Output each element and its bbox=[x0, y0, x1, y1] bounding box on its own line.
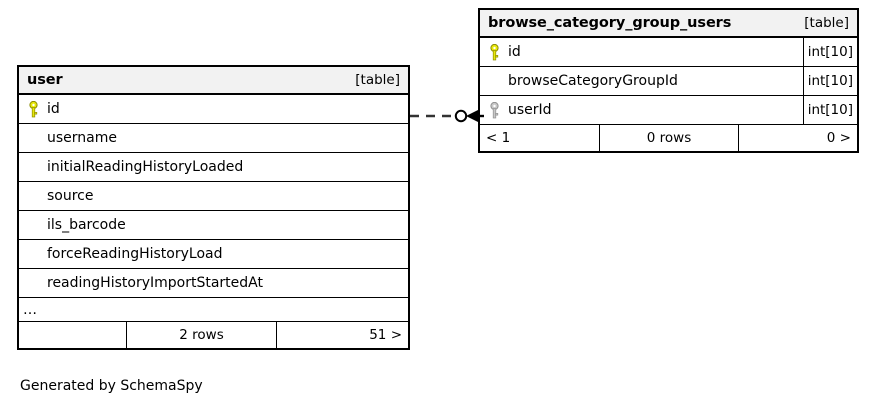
column-name: id bbox=[508, 44, 521, 60]
column-row-id[interactable]: id bbox=[19, 95, 408, 124]
column-name: initialReadingHistoryLoaded bbox=[47, 159, 244, 175]
footer-child-count: 0 > bbox=[826, 130, 851, 146]
column-row-browsecategorygroupid[interactable]: browseCategoryGroupId int[10] bbox=[480, 67, 857, 96]
entity-header-browse-category-group-users: browse_category_group_users [table] bbox=[480, 10, 857, 38]
column-row-initialreadinghistoryloaded[interactable]: initialReadingHistoryLoaded bbox=[19, 153, 408, 182]
footer-parent-count bbox=[19, 322, 126, 348]
column-type: int[10] bbox=[802, 96, 857, 124]
footer-child-count: 51 > bbox=[369, 327, 402, 343]
key-icon-primary bbox=[25, 100, 41, 118]
relationship-crows-foot bbox=[466, 109, 480, 123]
relationship-connector-user-to-browse-category-group-users[interactable] bbox=[408, 104, 484, 128]
column-name: ils_barcode bbox=[47, 217, 126, 233]
relationship-optional-circle bbox=[454, 109, 468, 123]
entity-footer-browse-category-group-users: < 1 0 rows 0 > bbox=[480, 125, 857, 151]
more-columns-indicator: … bbox=[19, 298, 408, 322]
column-row-readinghistoryimportstartedat[interactable]: readingHistoryImportStartedAt bbox=[19, 269, 408, 298]
entity-header-user: user [table] bbox=[19, 67, 408, 95]
footer-row-count: 2 rows bbox=[126, 322, 277, 348]
column-main-cell: id bbox=[480, 38, 803, 66]
column-row-source[interactable]: source bbox=[19, 182, 408, 211]
column-name: readingHistoryImportStartedAt bbox=[47, 275, 263, 291]
column-main-cell: ils_barcode bbox=[19, 211, 408, 239]
column-name: username bbox=[47, 130, 117, 146]
column-name: id bbox=[47, 101, 60, 117]
column-row-ils-barcode[interactable]: ils_barcode bbox=[19, 211, 408, 240]
entity-table-browse-category-group-users[interactable]: browse_category_group_users [table] id i… bbox=[478, 8, 859, 153]
column-name: userId bbox=[508, 102, 552, 118]
column-name: browseCategoryGroupId bbox=[508, 73, 678, 89]
entity-kind-label: [table] bbox=[804, 15, 849, 31]
footer-row-count: 0 rows bbox=[599, 125, 739, 151]
entity-title: user bbox=[27, 72, 63, 88]
column-type: int[10] bbox=[802, 67, 857, 95]
column-main-cell: username bbox=[19, 124, 408, 152]
more-columns-label: … bbox=[23, 305, 37, 314]
column-row-username[interactable]: username bbox=[19, 124, 408, 153]
column-main-cell: id bbox=[19, 95, 408, 123]
column-main-cell: userId bbox=[480, 96, 803, 124]
entity-kind-label: [table] bbox=[355, 72, 400, 88]
footer-parent-count: < 1 bbox=[486, 130, 511, 146]
column-main-cell: forceReadingHistoryLoad bbox=[19, 240, 408, 268]
entity-table-user[interactable]: user [table] id username initial bbox=[17, 65, 410, 350]
entity-title: browse_category_group_users bbox=[488, 15, 732, 31]
column-main-cell: initialReadingHistoryLoaded bbox=[19, 153, 408, 181]
column-row-id[interactable]: id int[10] bbox=[480, 38, 857, 67]
column-name: forceReadingHistoryLoad bbox=[47, 246, 223, 262]
key-icon-primary bbox=[486, 43, 502, 61]
column-name: source bbox=[47, 188, 94, 204]
key-icon-foreign bbox=[486, 101, 502, 119]
generated-by-credit: Generated by SchemaSpy bbox=[20, 378, 203, 394]
entity-footer-user: 2 rows 51 > bbox=[19, 322, 408, 348]
column-row-userid[interactable]: userId int[10] bbox=[480, 96, 857, 125]
column-row-forcereadinghistoryload[interactable]: forceReadingHistoryLoad bbox=[19, 240, 408, 269]
column-main-cell: browseCategoryGroupId bbox=[480, 67, 803, 95]
column-main-cell: readingHistoryImportStartedAt bbox=[19, 269, 408, 297]
column-main-cell: source bbox=[19, 182, 408, 210]
column-type: int[10] bbox=[802, 38, 857, 66]
